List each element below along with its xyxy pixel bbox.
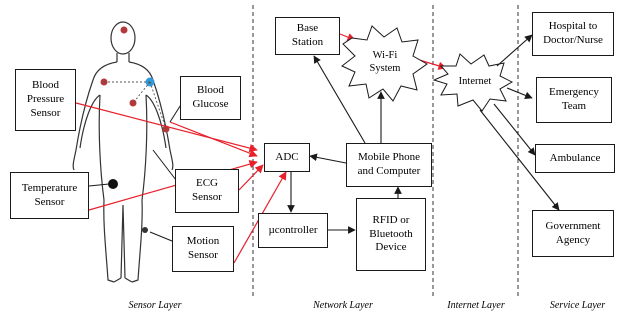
mobile-phone-computer-box: Mobile Phone and Computer — [346, 143, 432, 187]
ecg-sensor-label: ECG Sensor — [192, 177, 222, 203]
wifi-system-label: Wi-Fi System — [369, 50, 401, 74]
arrow-internet-hospital — [496, 34, 533, 67]
rfid-bluetooth-label: RFID or Bluetooth Device — [369, 213, 413, 254]
service-layer-label: Service Layer — [549, 300, 606, 311]
emergency-team-label: Emergency Team — [549, 86, 599, 112]
body-sensor-links — [104, 81, 167, 130]
microcontroller-box: µcontroller — [258, 213, 328, 248]
motion-sensor-box: Motion Sensor — [172, 226, 234, 272]
blood-pressure-sensor-label: Blood Pressure Sensor — [26, 79, 65, 119]
network-arrows — [287, 55, 402, 234]
arrow-mobile-base — [313, 55, 366, 144]
adc-box: ADC — [264, 143, 310, 172]
torso — [72, 61, 174, 201]
internet-to-service-arrows — [479, 34, 560, 211]
hospital-label: Hospital to Doctor/Nurse — [543, 20, 603, 46]
temperature-sensor-box: Temperature Sensor — [10, 172, 89, 219]
waist-marker — [108, 179, 118, 189]
arrow-mobile-adc — [309, 153, 347, 164]
internet-layer-label: Internet Layer — [447, 300, 505, 311]
sensor-markers — [100, 26, 170, 233]
hospital-box: Hospital to Doctor/Nurse — [532, 12, 614, 56]
legs — [103, 199, 143, 283]
network-layer-label: Network Layer — [313, 300, 373, 311]
arrow-internet-ambulance — [493, 103, 536, 156]
head-marker — [120, 26, 128, 34]
sensor-connector-lines — [88, 102, 183, 242]
ambulance-box: Ambulance — [535, 144, 615, 173]
arrow-ecg-adc — [238, 164, 264, 191]
human-body-figure — [72, 21, 174, 283]
line-temp — [88, 183, 110, 187]
temperature-sensor-label: Temperature Sensor — [21, 181, 78, 208]
internet-cloud-shape — [432, 53, 514, 112]
mobile-phone-computer-label: Mobile Phone and Computer — [357, 151, 421, 177]
blood-glucose-box: Blood Glucose — [180, 76, 241, 120]
knee-marker — [142, 227, 148, 233]
government-agency-box: Government Agency — [532, 210, 614, 257]
arrow-bp-adc — [75, 102, 258, 153]
left-arm-inner — [79, 94, 101, 149]
base-station-box: Base Station — [275, 17, 340, 55]
motion-sensor-label: Motion Sensor — [186, 235, 220, 261]
arrow-internet-emergency — [506, 87, 533, 100]
internet-label: Internet — [458, 76, 492, 87]
ambulance-label: Ambulance — [549, 151, 601, 164]
right-arm-inner — [145, 94, 167, 149]
emergency-team-box: Emergency Team — [536, 77, 612, 123]
arrow-internet-government — [479, 109, 560, 211]
rfid-bluetooth-box: RFID or Bluetooth Device — [356, 198, 426, 271]
head — [110, 21, 136, 55]
government-agency-label: Government Agency — [545, 219, 601, 246]
line-motion — [149, 231, 173, 242]
blood-glucose-label: Blood Glucose — [192, 84, 229, 110]
adc-label: ADC — [275, 150, 299, 163]
microcontroller-label: µcontroller — [268, 223, 318, 236]
sensor-layer-label: Sensor Layer — [128, 300, 182, 311]
base-station-label: Base Station — [291, 22, 324, 48]
arrow-glucose-adc — [169, 121, 258, 158]
neck — [116, 53, 130, 62]
wifi-cloud-shape — [341, 25, 428, 102]
line-ecg — [152, 149, 177, 181]
blood-pressure-sensor-box: Blood Pressure Sensor — [15, 69, 76, 131]
chest-marker — [129, 99, 137, 107]
ecg-sensor-box: ECG Sensor — [175, 169, 239, 213]
